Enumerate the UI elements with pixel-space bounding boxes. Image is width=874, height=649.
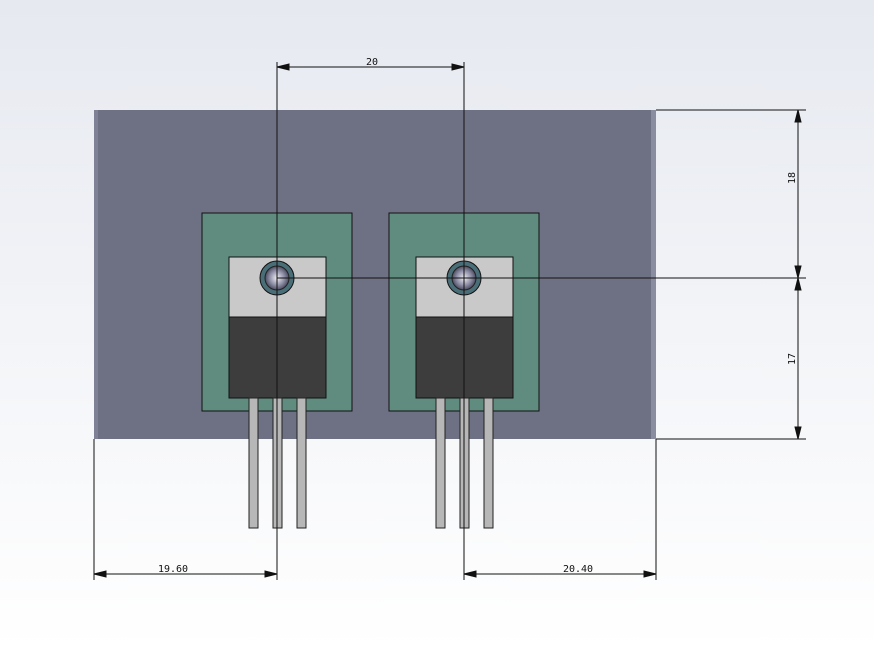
plate-right-edge	[651, 110, 656, 439]
dimension-hole-spacing-label[interactable]: 20	[366, 57, 378, 68]
dimension-bottom-offset-label[interactable]: 17	[787, 353, 798, 365]
arrowhead	[276, 63, 290, 71]
dimension-left-offset-label[interactable]: 19.60	[158, 564, 188, 575]
arrowhead	[93, 570, 107, 578]
arrowhead	[463, 570, 477, 578]
plate-body	[94, 110, 656, 439]
arrowhead	[794, 265, 802, 279]
pin-1	[248, 397, 259, 529]
pin-3	[483, 397, 494, 529]
arrowhead	[794, 277, 802, 291]
arrowhead	[794, 109, 802, 123]
arrowhead	[264, 570, 278, 578]
dimension-top-offset-label[interactable]: 18	[787, 172, 798, 184]
arrowhead	[643, 570, 657, 578]
pin-3	[296, 397, 307, 529]
arrowhead	[451, 63, 465, 71]
pin-1	[435, 397, 446, 529]
plate-left-edge	[94, 110, 98, 439]
arrowhead	[794, 426, 802, 440]
heatsink-plate[interactable]	[94, 110, 656, 439]
dimension-lines	[93, 62, 806, 580]
dimension-right-offset-label[interactable]: 20.40	[563, 564, 593, 575]
